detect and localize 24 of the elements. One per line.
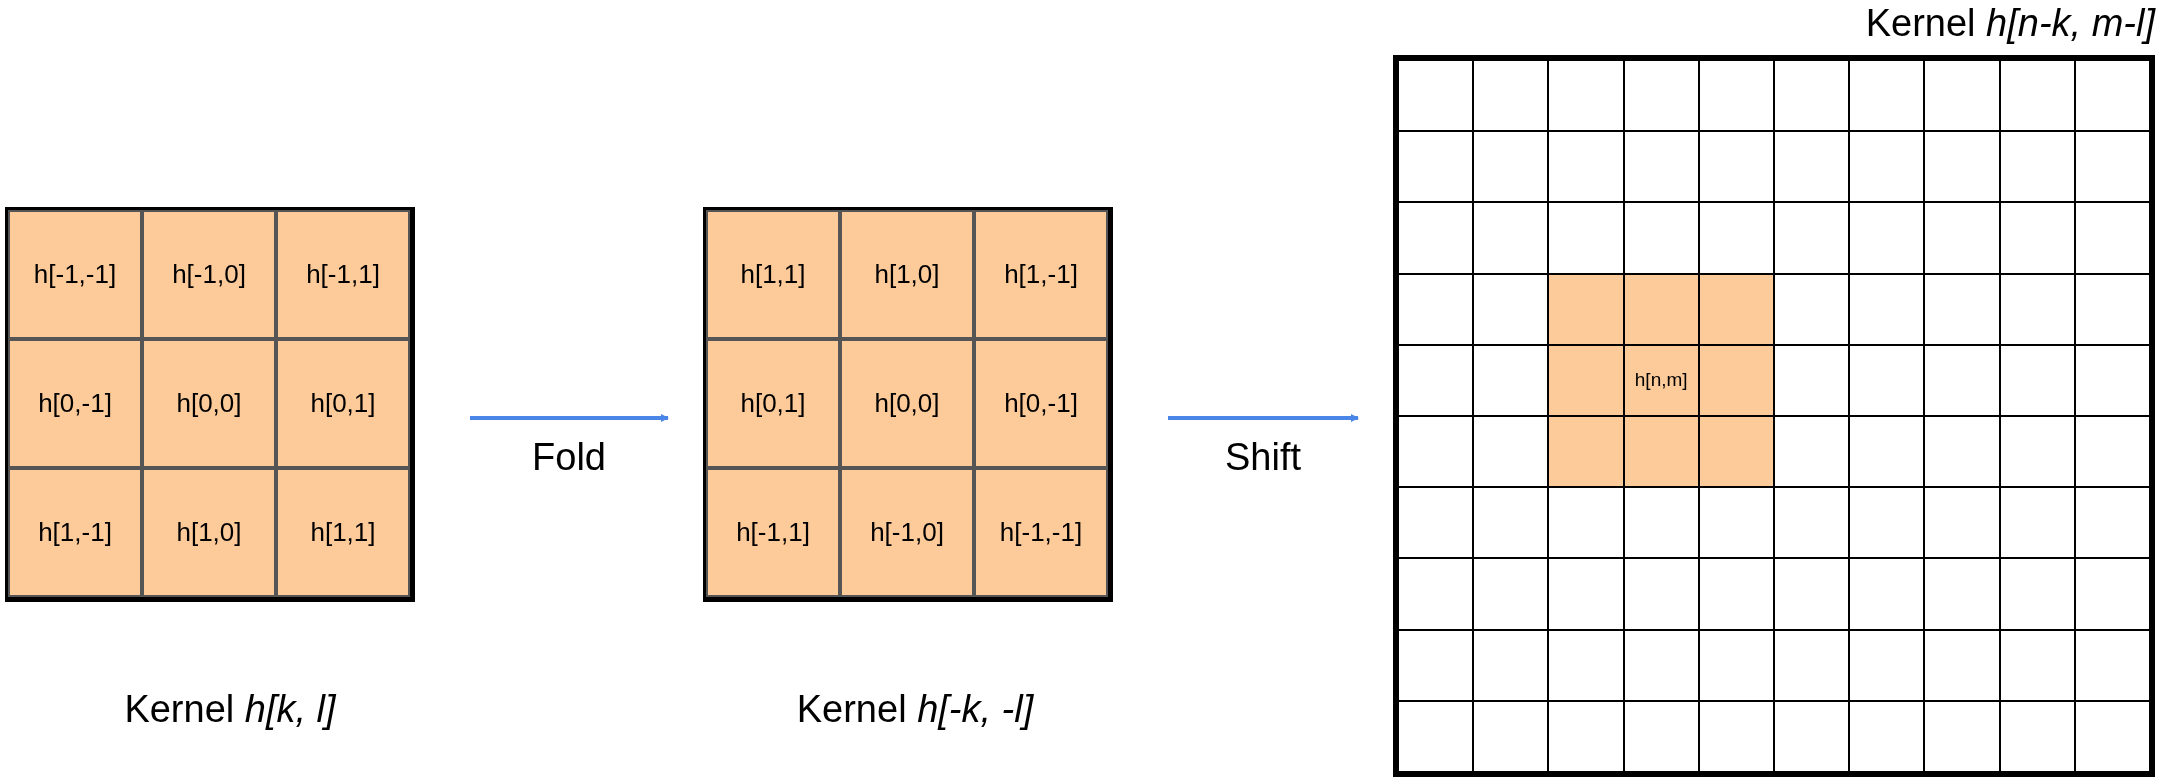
kernel-cell: h[1,0] bbox=[840, 210, 974, 339]
grid-caption: Kernel h[-k, -l] bbox=[796, 688, 1034, 731]
kernel-cell: h[1,1] bbox=[706, 210, 840, 339]
arrow bbox=[1168, 414, 1359, 422]
kernel-cell: h[n,m] bbox=[1623, 344, 1699, 416]
kernel-cell: h[0,-1] bbox=[974, 339, 1108, 468]
kernel-cell: h[0,1] bbox=[276, 339, 410, 468]
grid-caption: Kernel h[n-k, m-l] bbox=[1865, 2, 2155, 45]
kernel-cell: h[-1,-1] bbox=[8, 210, 142, 339]
kernel-cell: h[1,0] bbox=[142, 468, 276, 597]
kernel-cell: h[0,0] bbox=[142, 339, 276, 468]
grid-caption: Kernel h[k, l] bbox=[124, 688, 336, 731]
kernel-cell: h[-1,-1] bbox=[974, 468, 1108, 597]
kernel-cell: h[0,-1] bbox=[8, 339, 142, 468]
kernel-cell: h[1,-1] bbox=[8, 468, 142, 597]
kernel-cell: h[1,-1] bbox=[974, 210, 1108, 339]
kernel-cell: h[0,0] bbox=[840, 339, 974, 468]
arrow bbox=[470, 414, 669, 422]
kernel-cell: h[-1,0] bbox=[840, 468, 974, 597]
kernel-cell: h[-1,0] bbox=[142, 210, 276, 339]
kernel-cell: h[1,1] bbox=[276, 468, 410, 597]
kernel-cell: h[-1,1] bbox=[276, 210, 410, 339]
kernel-cell: h[-1,1] bbox=[706, 468, 840, 597]
kernel-cell: h[0,1] bbox=[706, 339, 840, 468]
